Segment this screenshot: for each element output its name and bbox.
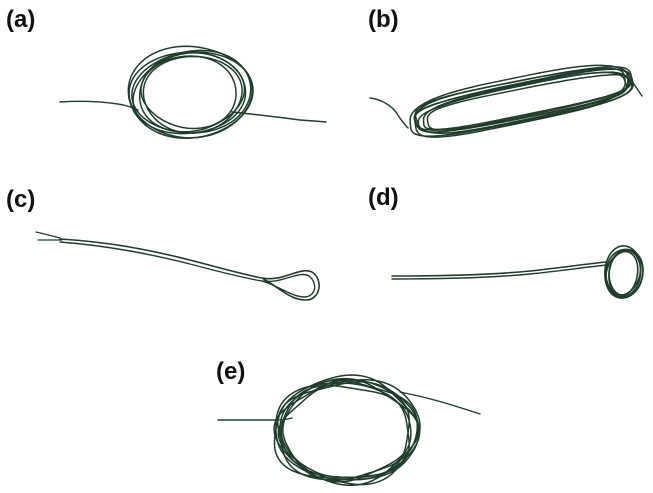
panel-c-strand-2 bbox=[60, 242, 315, 297]
panel-a-ring-turn bbox=[141, 56, 236, 129]
panel-a-drawing bbox=[60, 46, 326, 138]
panel-e-label: (e) bbox=[216, 360, 245, 384]
panel-a-tail-left bbox=[60, 101, 138, 110]
panel-c-strand-1 bbox=[60, 239, 319, 300]
panel-e-ring-turn bbox=[274, 379, 409, 477]
panel-e-drawing bbox=[218, 375, 480, 485]
panel-d-drawing bbox=[392, 246, 643, 298]
panel-c-fray-1 bbox=[36, 232, 60, 238]
panel-d-label: (d) bbox=[368, 186, 399, 210]
panel-b-label: (b) bbox=[368, 8, 399, 32]
panel-a-label: (a) bbox=[6, 8, 35, 32]
panel-c-drawing bbox=[36, 232, 319, 300]
panel-b-drawing bbox=[370, 65, 642, 137]
panel-a-tail-right bbox=[232, 112, 326, 122]
panel-d-tail-2 bbox=[392, 265, 607, 279]
panel-c-label: (c) bbox=[6, 188, 35, 212]
panel-b-tail-left bbox=[370, 98, 408, 128]
